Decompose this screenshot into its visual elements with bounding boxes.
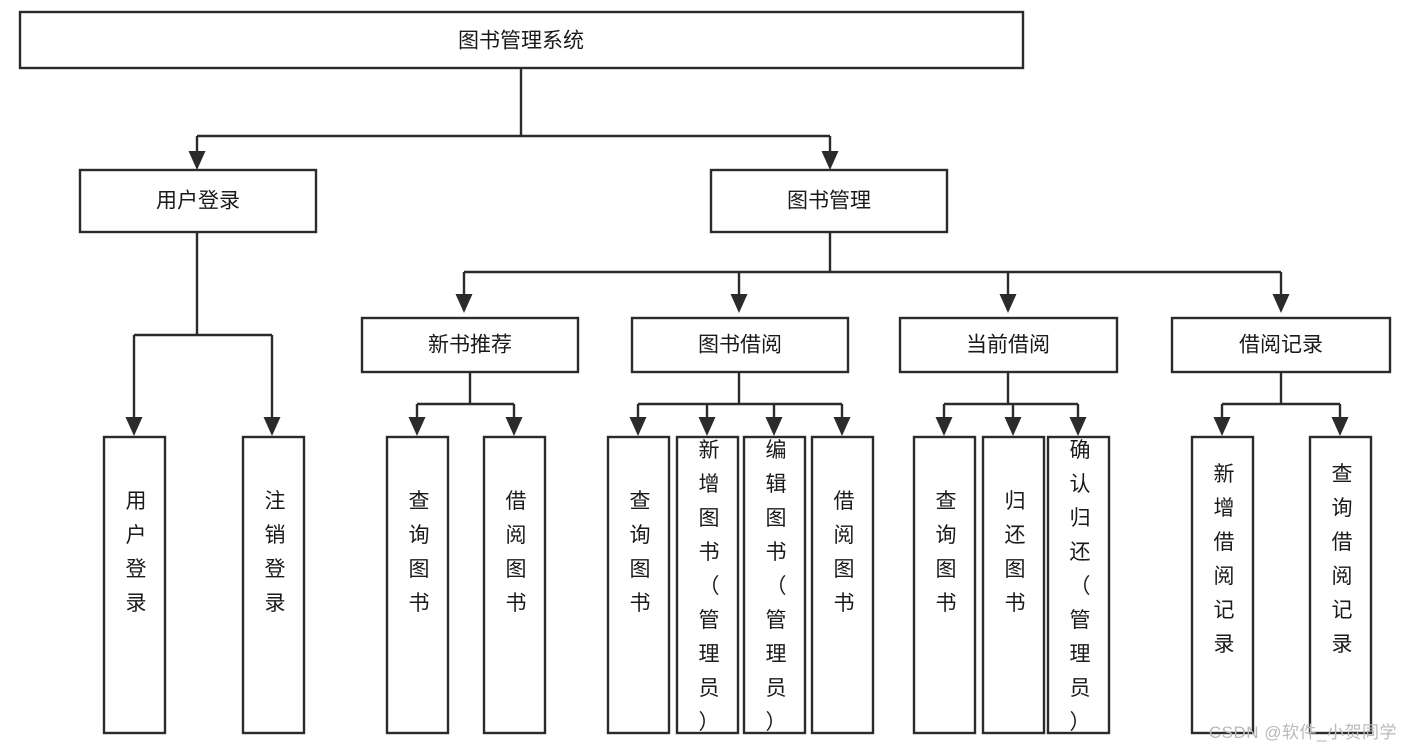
arrow-leaf-query-book-1	[408, 417, 426, 436]
leaf-query-book-1-label: 查询图书	[409, 490, 430, 615]
node-borrow-record-label: 借阅记录	[1239, 334, 1323, 357]
arrow-leaf-add-record	[1213, 417, 1231, 436]
node-book-manage-box[interactable]	[709, 168, 949, 234]
arrow-to-borrow-record	[1272, 294, 1290, 313]
leaf-query-record-box[interactable]	[1308, 435, 1373, 735]
leaf-add-record[interactable]: 新增借阅记录	[1190, 435, 1255, 735]
node-current-borrow[interactable]: 当前借阅	[898, 316, 1119, 374]
leaf-query-book-3[interactable]: 查询图书	[912, 435, 977, 735]
arrow-leaf-add-book	[698, 417, 716, 436]
arrow-leaf-logout-login	[263, 417, 281, 436]
node-book-borrow-box[interactable]	[630, 316, 850, 374]
leaf-query-book-1[interactable]: 查询图书	[385, 435, 450, 735]
leaf-edit-book-label: 编辑图书（管理员）	[766, 439, 787, 734]
leaf-borrow-book-1-box[interactable]	[482, 435, 547, 735]
node-book-manage-label: 图书管理	[787, 190, 871, 213]
leaf-logout-login-box[interactable]	[241, 435, 306, 735]
leaf-edit-book[interactable]: 编辑图书（管理员）	[742, 435, 807, 735]
node-user-login[interactable]: 用户登录	[78, 168, 318, 234]
leaf-confirm-return-box[interactable]	[1046, 435, 1111, 735]
leaf-add-book-label: 新增图书（管理员）	[699, 439, 720, 734]
node-user-login-box[interactable]	[78, 168, 318, 234]
node-borrow-record-box[interactable]	[1170, 316, 1392, 374]
leaf-borrow-book-2[interactable]: 借阅图书	[810, 435, 875, 735]
csdn-watermark: CSDN @软件_小贺同学	[1208, 723, 1397, 742]
node-new-book-recommend-label: 新书推荐	[428, 334, 512, 357]
arrow-leaf-query-record	[1331, 417, 1349, 436]
node-borrow-record[interactable]: 借阅记录	[1170, 316, 1392, 374]
leaf-return-book[interactable]: 归还图书	[981, 435, 1046, 735]
leaf-query-record-label: 查询借阅记录	[1332, 463, 1353, 656]
node-new-book-recommend[interactable]: 新书推荐	[360, 316, 580, 374]
leaf-confirm-return[interactable]: 确认归还（管理员）	[1046, 435, 1111, 735]
leaf-query-book-2-label: 查询图书	[630, 490, 651, 615]
leaf-add-record-box[interactable]	[1190, 435, 1255, 735]
leaf-return-book-box[interactable]	[981, 435, 1046, 735]
arrow-to-current-borrow	[999, 294, 1017, 313]
leaf-user-login[interactable]: 用户登录	[102, 435, 167, 735]
leaf-query-record[interactable]: 查询借阅记录	[1308, 435, 1373, 735]
arrow-leaf-user-login	[125, 417, 143, 436]
arrow-leaf-confirm-return	[1069, 417, 1087, 436]
node-book-borrow[interactable]: 图书借阅	[630, 316, 850, 374]
arrow-leaf-borrow-book-2	[833, 417, 851, 436]
leaf-query-book-2[interactable]: 查询图书	[606, 435, 671, 735]
connectors-layer	[125, 68, 1349, 436]
leaf-confirm-return-label: 确认归还（管理员）	[1070, 439, 1091, 734]
arrow-to-book-manage	[821, 151, 839, 170]
leaf-edit-book-box[interactable]	[742, 435, 807, 735]
arrow-leaf-borrow-book-1	[505, 417, 523, 436]
leaf-logout-login[interactable]: 注销登录	[241, 435, 306, 735]
leaf-user-login-label: 用户登录	[126, 490, 147, 615]
arrow-to-user-login	[188, 151, 206, 170]
leaf-return-book-label: 归还图书	[1005, 490, 1026, 615]
node-user-login-label: 用户登录	[156, 190, 240, 213]
arrow-to-book-borrow	[730, 294, 748, 313]
node-root[interactable]: 图书管理系统	[18, 10, 1025, 70]
leaf-user-login-box[interactable]	[102, 435, 167, 735]
leaf-query-book-3-label: 查询图书	[936, 490, 957, 615]
arrow-leaf-query-book-3	[935, 417, 953, 436]
leaf-add-book[interactable]: 新增图书（管理员）	[675, 435, 740, 735]
leaf-logout-login-label: 注销登录	[265, 490, 286, 615]
node-new-book-recommend-box[interactable]	[360, 316, 580, 374]
node-book-manage[interactable]: 图书管理	[709, 168, 949, 234]
leaf-borrow-book-2-label: 借阅图书	[834, 490, 855, 615]
leaf-borrow-book-1-label: 借阅图书	[506, 490, 527, 615]
leaf-add-book-box[interactable]	[675, 435, 740, 735]
leaf-borrow-book-2-box[interactable]	[810, 435, 875, 735]
leaf-add-record-label: 新增借阅记录	[1214, 463, 1235, 656]
leaf-borrow-book-1[interactable]: 借阅图书	[482, 435, 547, 735]
node-current-borrow-box[interactable]	[898, 316, 1119, 374]
node-book-borrow-label: 图书借阅	[698, 334, 782, 357]
arrow-leaf-return-book	[1004, 417, 1022, 436]
leaf-query-book-2-box[interactable]	[606, 435, 671, 735]
node-root-box[interactable]	[18, 10, 1025, 70]
arrow-to-new-book-recommend	[455, 294, 473, 313]
leaf-query-book-1-box[interactable]	[385, 435, 450, 735]
node-root-label: 图书管理系统	[458, 30, 584, 53]
arrow-leaf-query-book-2	[629, 417, 647, 436]
arrow-leaf-edit-book	[765, 417, 783, 436]
node-current-borrow-label: 当前借阅	[966, 334, 1050, 357]
leaf-query-book-3-box[interactable]	[912, 435, 977, 735]
